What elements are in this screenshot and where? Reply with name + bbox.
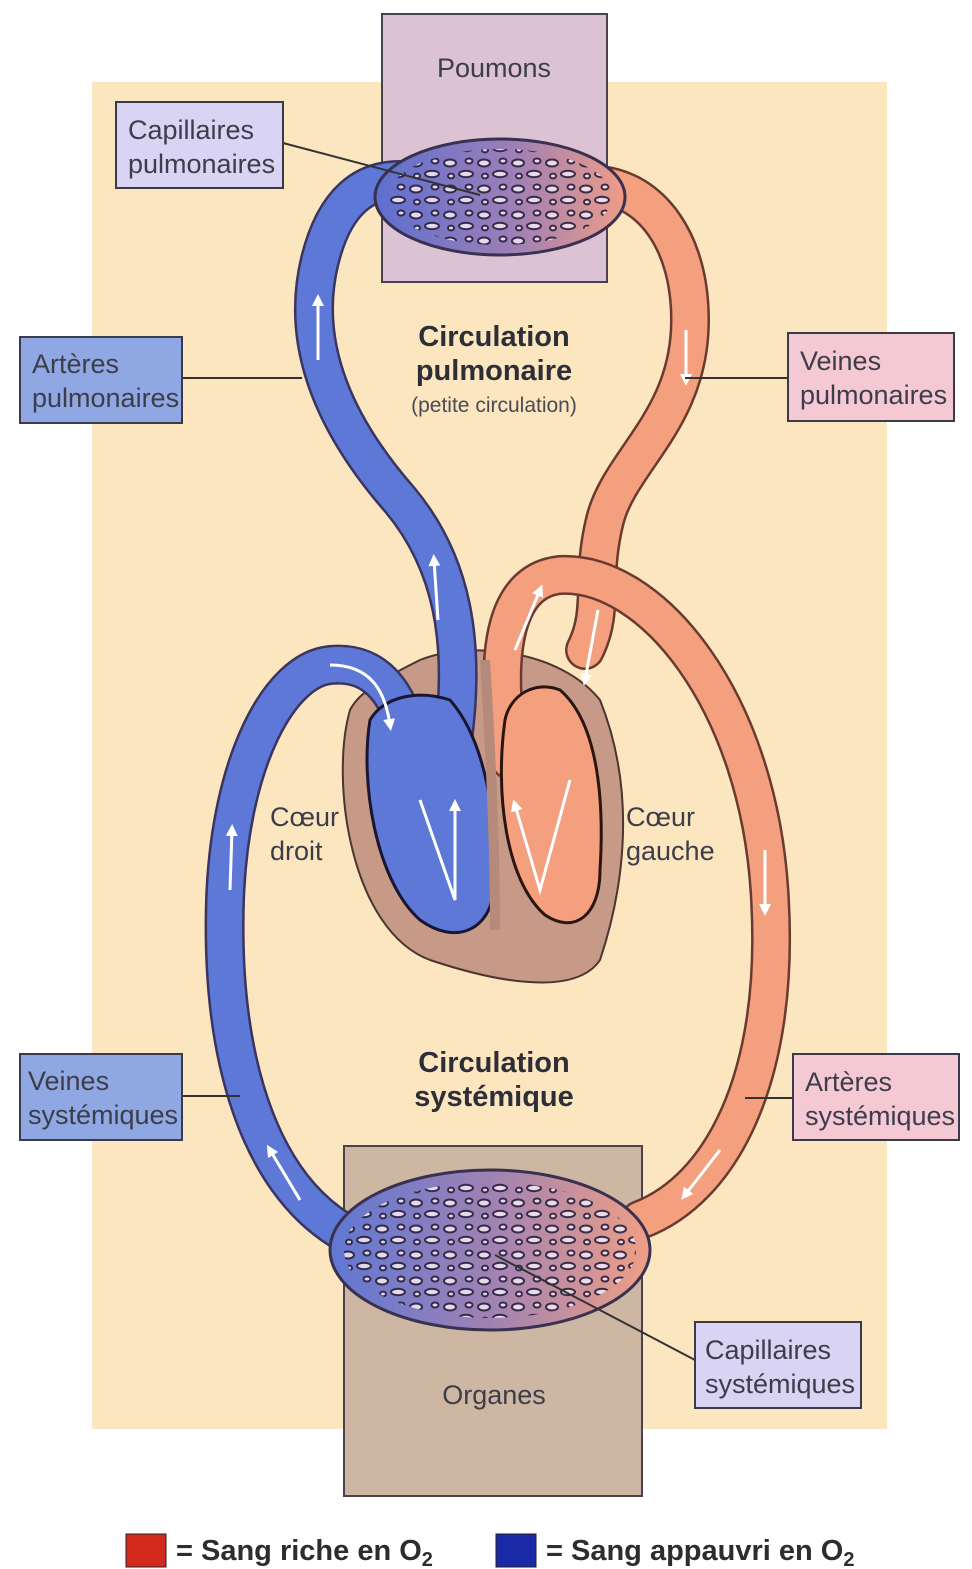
pulmonary-title-line1: Circulation bbox=[418, 321, 569, 353]
legend-swatch-oxygen-poor bbox=[496, 1534, 536, 1567]
svg-text:systémiques: systémiques bbox=[805, 1101, 955, 1131]
svg-text:Veines: Veines bbox=[28, 1066, 109, 1096]
arrow-vena-up bbox=[230, 830, 232, 890]
pulm-arteries-box: Artères pulmonaires bbox=[20, 337, 182, 423]
systemic-title-line1: Circulation bbox=[418, 1047, 569, 1079]
legend-text-oxygen-rich: = Sang riche en O2 bbox=[176, 1535, 433, 1569]
svg-text:pulmonaires: pulmonaires bbox=[32, 383, 179, 413]
svg-text:Capillaires: Capillaires bbox=[705, 1335, 831, 1365]
svg-text:Artères: Artères bbox=[805, 1067, 892, 1097]
sys-veins-box: Veines systémiques bbox=[20, 1054, 182, 1140]
svg-text:Capillaires: Capillaires bbox=[128, 115, 254, 145]
pulmonary-subtitle: (petite circulation) bbox=[411, 394, 577, 417]
svg-text:Artères: Artères bbox=[32, 349, 119, 379]
legend-text-oxygen-poor: = Sang appauvri en O2 bbox=[546, 1535, 854, 1569]
legend: = Sang riche en O2 = Sang appauvri en O2 bbox=[126, 1534, 854, 1569]
left-heart-label-line1: Cœur bbox=[626, 802, 695, 832]
pulmonary-title-line2: pulmonaire bbox=[416, 355, 572, 387]
organs-label: Organes bbox=[442, 1380, 546, 1410]
left-heart-label-line2: gauche bbox=[626, 836, 715, 866]
pulmonary-capillary-bed bbox=[375, 139, 625, 255]
lungs-label: Poumons bbox=[437, 53, 551, 83]
svg-text:systémiques: systémiques bbox=[705, 1369, 855, 1399]
right-heart-label-line2: droit bbox=[270, 836, 323, 866]
pulm-veins-box: Veines pulmonaires bbox=[788, 333, 954, 421]
legend-swatch-oxygen-rich bbox=[126, 1534, 166, 1567]
pulm-capillaries-box: Capillaires pulmonaires bbox=[116, 102, 283, 188]
sys-arteries-box: Artères systémiques bbox=[793, 1054, 959, 1140]
svg-text:Veines: Veines bbox=[800, 346, 881, 376]
sys-capillaries-box: Capillaires systémiques bbox=[695, 1322, 861, 1408]
svg-text:systémiques: systémiques bbox=[28, 1100, 178, 1130]
systemic-capillary-bed bbox=[330, 1170, 650, 1330]
svg-text:pulmonaires: pulmonaires bbox=[128, 149, 275, 179]
right-heart-label-line1: Cœur bbox=[270, 802, 339, 832]
svg-text:pulmonaires: pulmonaires bbox=[800, 380, 947, 410]
systemic-title-line2: systémique bbox=[414, 1081, 574, 1113]
